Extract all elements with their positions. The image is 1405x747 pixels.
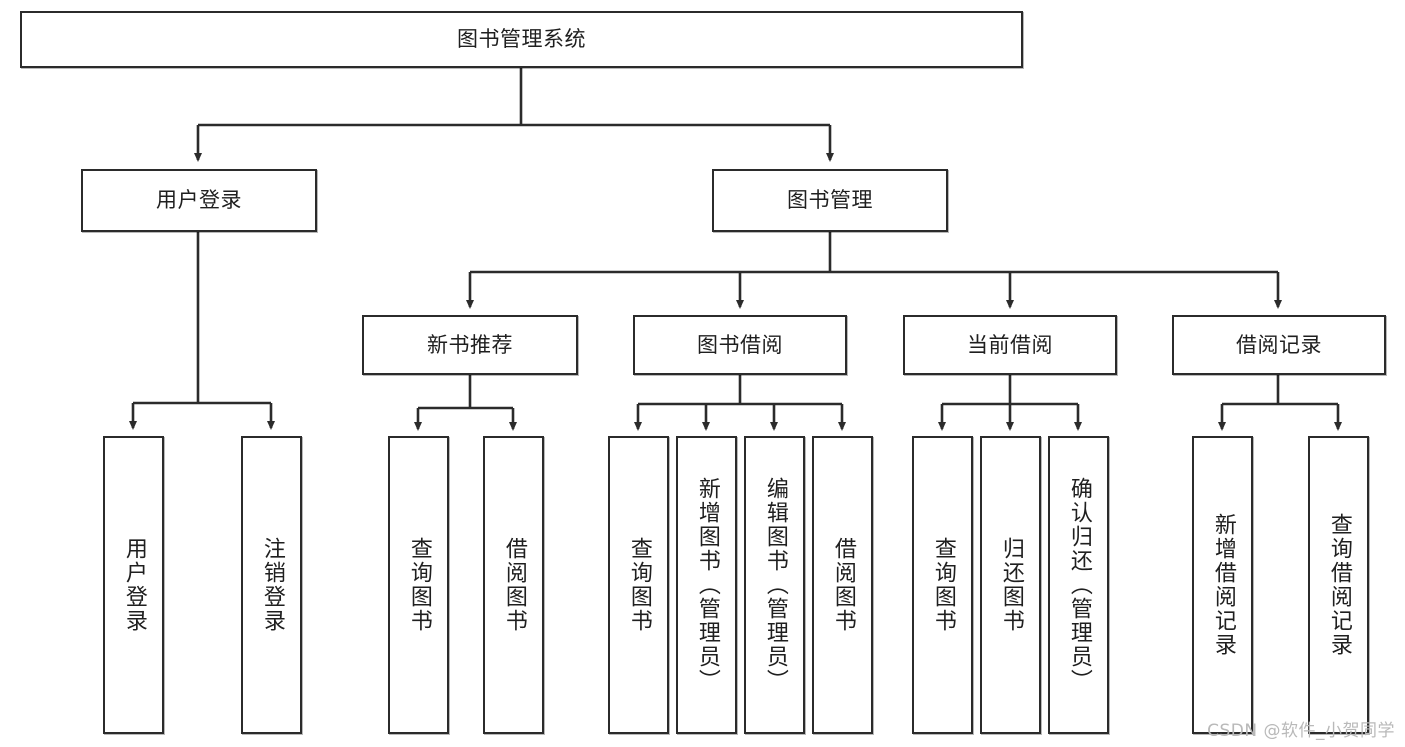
node-label: 确认归还（管理员）	[1066, 477, 1092, 693]
leaf-user-login[interactable]: 用户登录	[103, 436, 164, 734]
node-label: 图书管理	[787, 188, 873, 213]
node-label: 用户登录	[121, 537, 147, 633]
leaf-edit-book-admin[interactable]: 编辑图书（管理员）	[744, 436, 805, 734]
leaf-borrow-book-borrow[interactable]: 借阅图书	[812, 436, 873, 734]
leaf-query-book-current[interactable]: 查询图书	[912, 436, 973, 734]
node-label: 编辑图书（管理员）	[762, 477, 788, 693]
leaf-query-book-borrow[interactable]: 查询图书	[608, 436, 669, 734]
leaf-return-book[interactable]: 归还图书	[980, 436, 1041, 734]
node-borrow-records[interactable]: 借阅记录	[1172, 315, 1386, 375]
node-label: 查询借阅记录	[1326, 513, 1352, 657]
node-label: 新增借阅记录	[1210, 513, 1236, 657]
leaf-add-book-admin[interactable]: 新增图书（管理员）	[676, 436, 737, 734]
node-book-borrow[interactable]: 图书借阅	[633, 315, 847, 375]
leaf-confirm-return-admin[interactable]: 确认归还（管理员）	[1048, 436, 1109, 734]
leaf-borrow-book-new-book[interactable]: 借阅图书	[483, 436, 544, 734]
node-label: 新增图书（管理员）	[694, 477, 720, 693]
node-label: 借阅图书	[830, 537, 856, 633]
leaf-query-borrow-record[interactable]: 查询借阅记录	[1308, 436, 1369, 734]
leaf-query-book-new-book[interactable]: 查询图书	[388, 436, 449, 734]
node-label: 查询图书	[406, 537, 432, 633]
node-label: 查询图书	[930, 537, 956, 633]
node-label: 查询图书	[626, 537, 652, 633]
watermark: CSDN @软件_小贺同学	[1207, 721, 1395, 741]
node-current-borrow[interactable]: 当前借阅	[903, 315, 1117, 375]
node-book-management[interactable]: 图书管理	[712, 169, 948, 232]
node-label: 用户登录	[156, 188, 242, 213]
node-label: 图书管理系统	[457, 27, 586, 52]
node-user-login[interactable]: 用户登录	[81, 169, 317, 232]
node-new-book-recommend[interactable]: 新书推荐	[362, 315, 578, 375]
node-label: 图书借阅	[697, 332, 783, 357]
node-label: 借阅记录	[1236, 332, 1322, 357]
node-label: 归还图书	[998, 537, 1024, 633]
leaf-add-borrow-record[interactable]: 新增借阅记录	[1192, 436, 1253, 734]
node-label: 借阅图书	[501, 537, 527, 633]
node-label: 新书推荐	[427, 332, 513, 357]
node-root-book-management-system[interactable]: 图书管理系统	[20, 11, 1023, 68]
leaf-logout[interactable]: 注销登录	[241, 436, 302, 734]
node-label: 注销登录	[259, 537, 285, 633]
node-label: 当前借阅	[967, 332, 1053, 357]
